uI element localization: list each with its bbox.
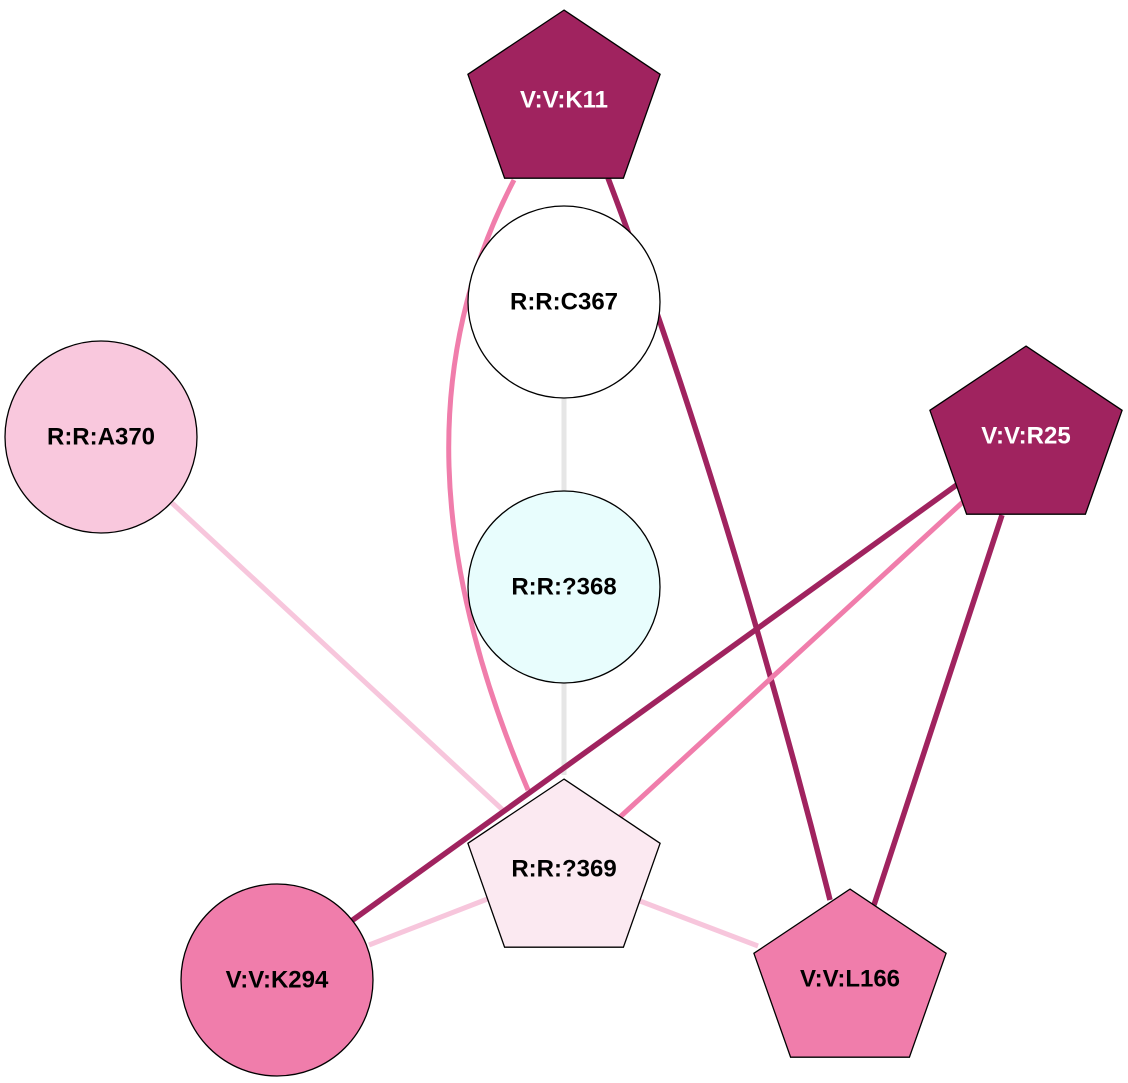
node-label: R:R:C367 [510,289,618,316]
node-label: V:V:L166 [800,966,900,993]
circle-node-shape[interactable] [467,490,661,684]
pentagon-node-shape[interactable] [753,888,947,1058]
node-label: V:V:K11 [520,87,608,114]
edge-v-v-r25-r-r-369[interactable] [618,498,967,819]
node-r-r-369[interactable]: R:R:?369 [467,778,661,948]
edge-r-r-369-v-v-l166[interactable] [639,898,759,949]
circle-node-shape[interactable] [180,883,374,1077]
edge-r-r-369-v-v-k294[interactable] [368,895,491,948]
node-v-v-k294[interactable]: V:V:K294 [180,883,374,1077]
node-label: R:R:?368 [511,574,616,601]
node-label: R:R:?369 [511,856,616,883]
edge-v-v-r25-v-v-k294[interactable] [348,481,960,925]
node-r-r-368[interactable]: R:R:?368 [467,490,661,684]
node-v-v-k11[interactable]: V:V:K11 [467,9,661,179]
node-v-v-l166[interactable]: V:V:L166 [753,888,947,1058]
node-r-r-c367[interactable]: R:R:C367 [467,205,661,399]
node-label: R:R:A370 [47,424,155,451]
pentagon-node-shape[interactable] [467,9,661,179]
circle-node-shape[interactable] [4,340,198,534]
pentagon-node-shape[interactable] [929,345,1123,515]
pentagon-node-shape[interactable] [467,778,661,948]
node-v-v-r25[interactable]: V:V:R25 [929,345,1123,515]
edge-v-v-r25-v-v-l166[interactable] [871,514,1005,906]
node-r-r-a370[interactable]: R:R:A370 [4,340,198,534]
node-label: V:V:R25 [981,423,1070,450]
node-label: V:V:K294 [226,967,329,994]
edge-r-r-a370-r-r-369[interactable] [170,501,507,814]
circle-node-shape[interactable] [467,205,661,399]
